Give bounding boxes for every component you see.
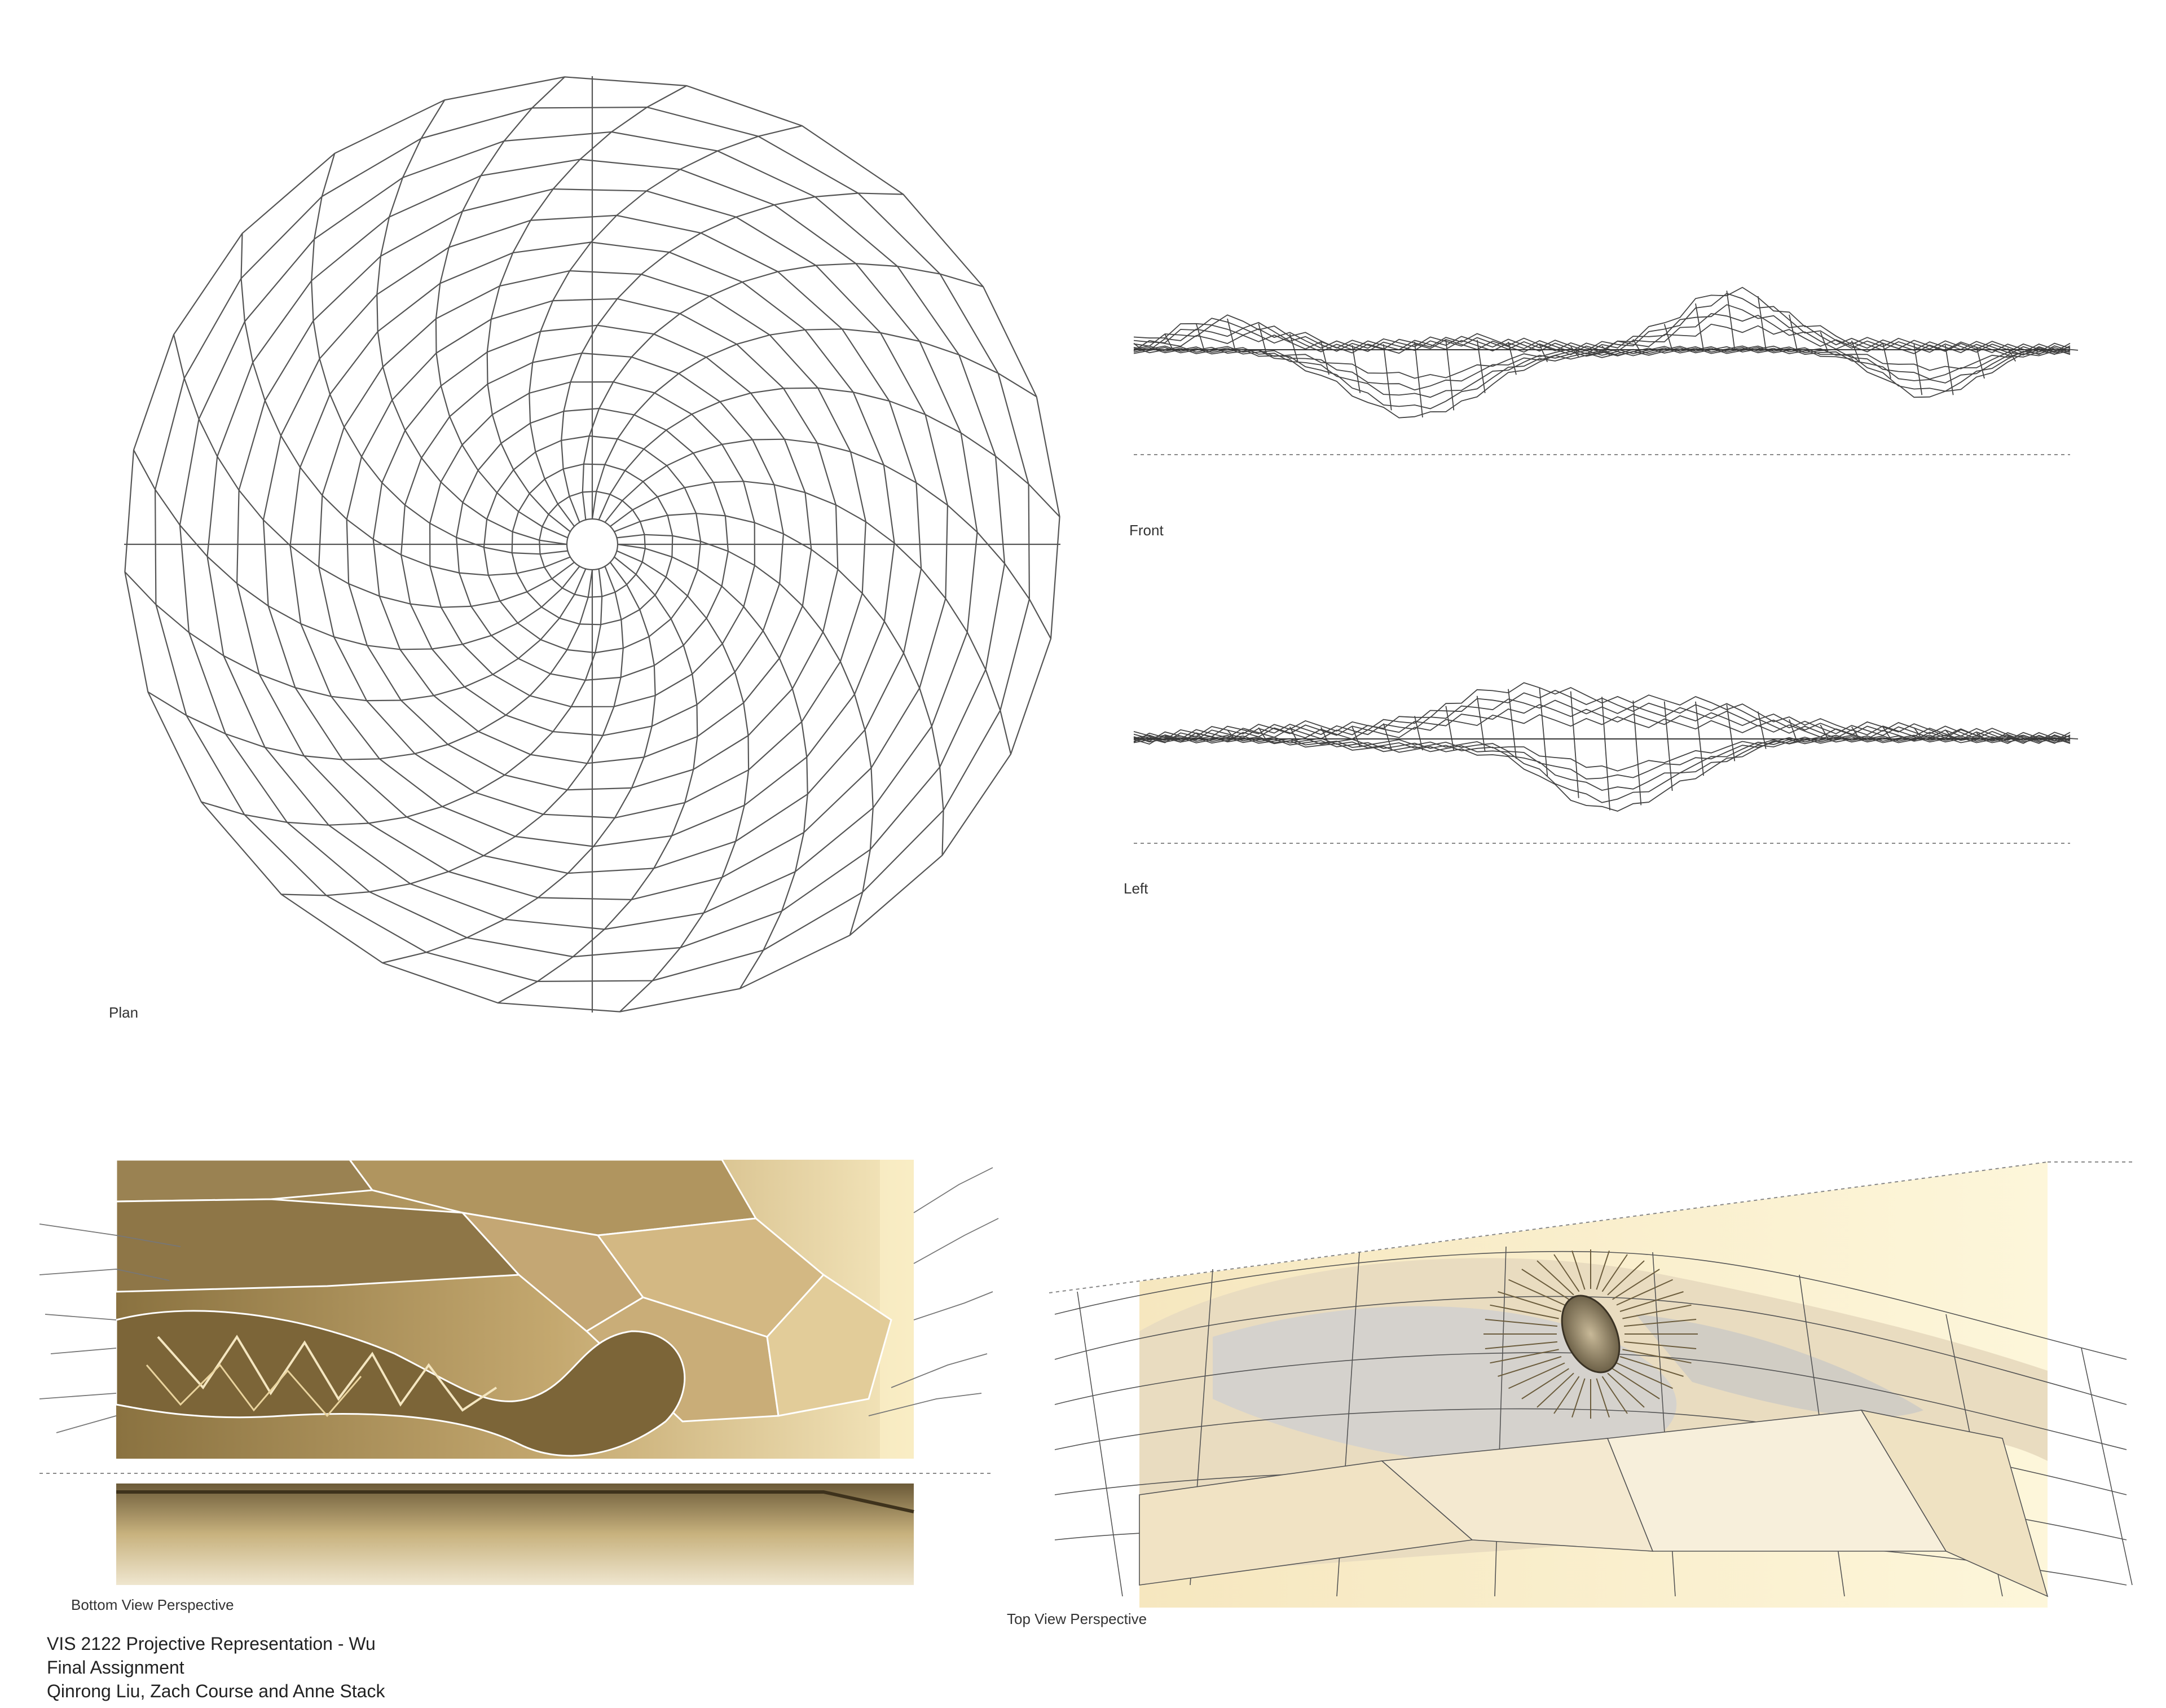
- plan-label: Plan: [109, 1004, 139, 1021]
- front-elevation: [1122, 259, 2081, 463]
- front-drawing: [1133, 287, 2079, 455]
- top-view-perspective: [1044, 1145, 2143, 1619]
- course-title: VIS 2122 Projective Representation - Wu: [47, 1634, 376, 1654]
- bottom-view-label: Bottom View Perspective: [71, 1596, 234, 1613]
- bottom-view-perspective: [34, 1151, 1004, 1602]
- left-elevation: [1122, 649, 2081, 852]
- plan-mesh: [124, 76, 1060, 1013]
- center-oculus: [566, 518, 619, 571]
- elevation-mesh: [1133, 682, 2079, 812]
- assignment-title: Final Assignment: [47, 1657, 184, 1678]
- left-label: Left: [1124, 880, 1148, 897]
- authors: Qinrong Liu, Zach Course and Anne Stack: [47, 1681, 385, 1701]
- bottom-render: [39, 1159, 999, 1585]
- footer-credits: VIS 2122 Projective Representation - Wu …: [47, 1632, 385, 1703]
- left-drawing: [1133, 682, 2079, 844]
- top-render: [1049, 1161, 2133, 1608]
- oculus-icon: [1561, 1295, 1621, 1374]
- front-label: Front: [1129, 522, 1164, 539]
- plan-drawing: [124, 76, 1060, 1013]
- plan-view: [113, 65, 1072, 1024]
- top-view-label: Top View Perspective: [1007, 1610, 1147, 1627]
- elevation-mesh: [1133, 287, 2079, 419]
